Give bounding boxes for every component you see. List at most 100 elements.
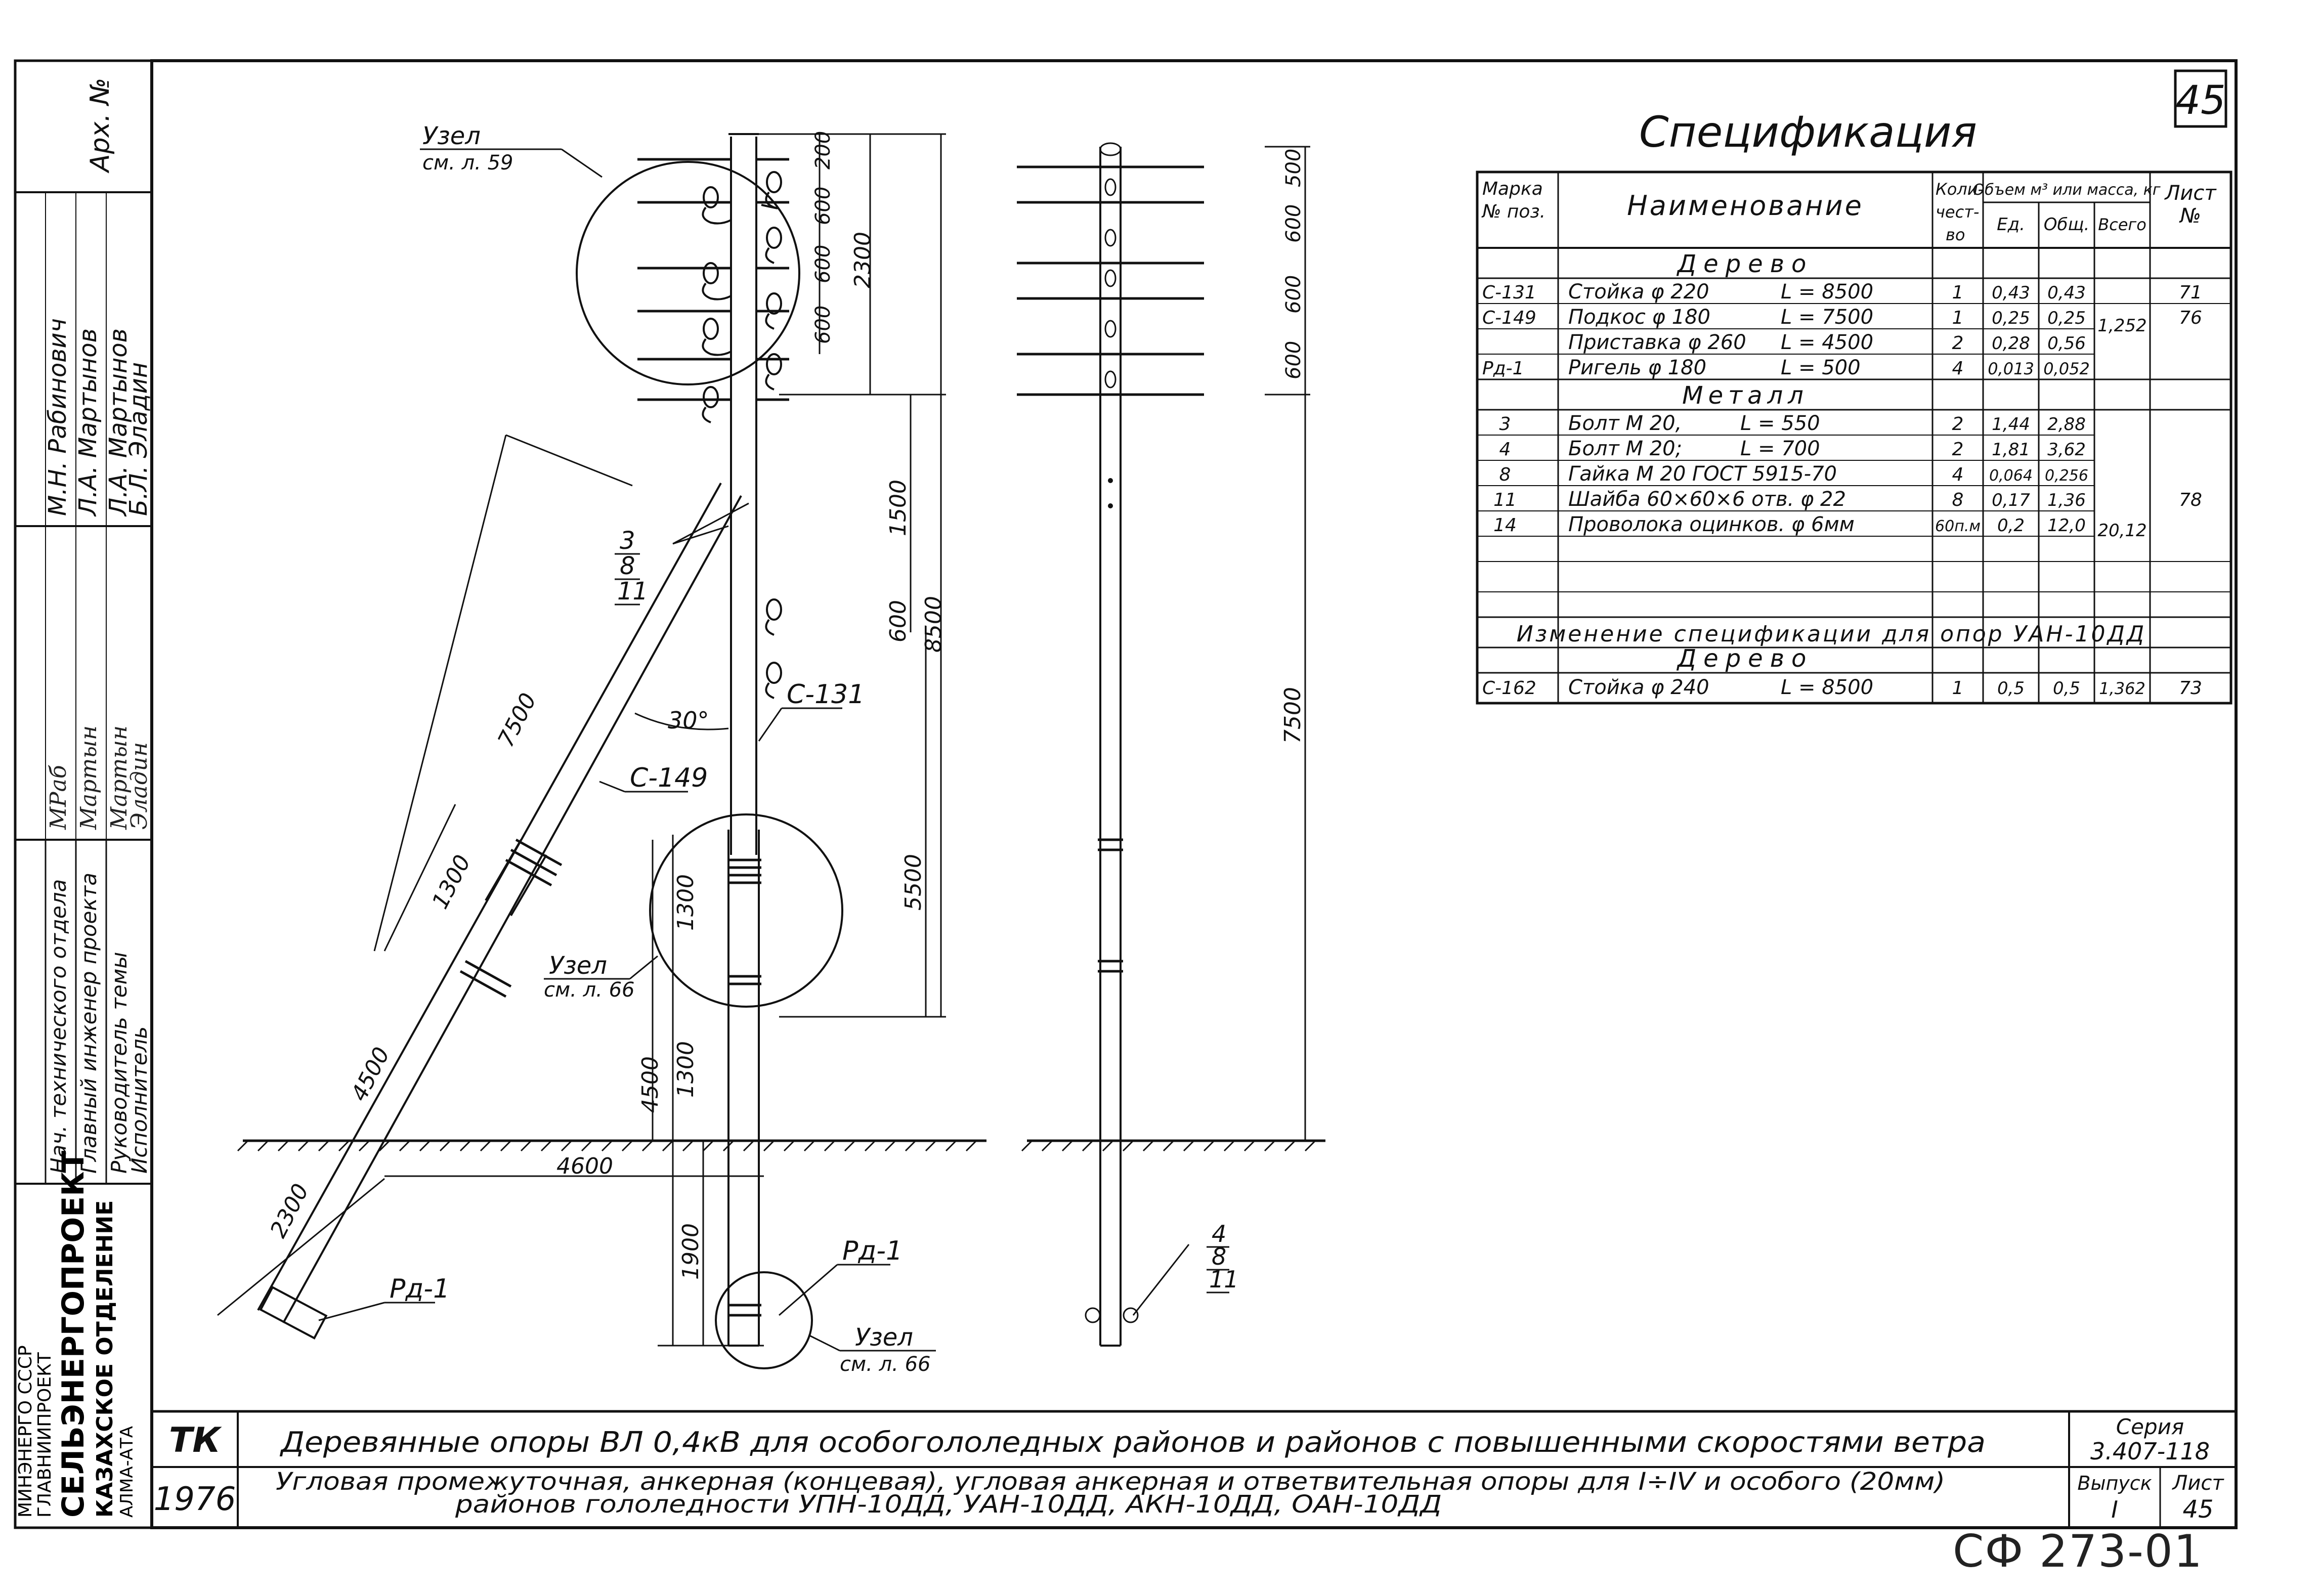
side-pole-view: 500 600 600 600 7500 4 8 11 bbox=[1017, 142, 1325, 1347]
role-3: Руководитель темы bbox=[107, 952, 132, 1174]
row-obsh: 12,0 bbox=[2047, 515, 2086, 536]
issue-value: I bbox=[2111, 1496, 2118, 1523]
archive-stamp: СФ 273-01 bbox=[1953, 1525, 2203, 1577]
row-ed: 1,81 bbox=[1992, 440, 2030, 460]
callout-a-2: 8 bbox=[620, 552, 635, 580]
callout-a-3: 11 bbox=[617, 577, 648, 606]
callout-b-1: 4 bbox=[1212, 1220, 1226, 1247]
side-dim-7500: 7500 bbox=[1280, 687, 1306, 744]
total-metal: 20,12 bbox=[2097, 521, 2146, 541]
signature-3: Мартын bbox=[106, 725, 132, 830]
title-line-1: Деревянные опоры ВЛ 0,4кВ для особоголол… bbox=[279, 1426, 1986, 1459]
name-2: Л.А. Мартынов bbox=[74, 328, 102, 517]
node-top-label: Узел bbox=[422, 122, 481, 150]
row-ed: 0,28 bbox=[1992, 333, 2030, 354]
signature-4: Эладин bbox=[126, 742, 152, 830]
org-3: СЕЛЬЭНЕРГОПРОЕКТ bbox=[56, 1151, 91, 1518]
row-obsh: 3,62 bbox=[2047, 440, 2086, 460]
org-2: ГЛАВНИИПРОЕКТ bbox=[34, 1352, 55, 1518]
row-obsh: 2,88 bbox=[2047, 414, 2086, 435]
issue-label: Выпуск bbox=[2077, 1472, 2152, 1494]
row-qty: 2 bbox=[1952, 333, 1964, 354]
dim-1300b: 1300 bbox=[673, 1041, 699, 1098]
node-circle-top bbox=[576, 161, 800, 385]
dim-5500: 5500 bbox=[900, 854, 926, 911]
title-line-2b: районов гололедности УПН-10ДД, УАН-10ДД,… bbox=[455, 1490, 1442, 1519]
node-circle-bot bbox=[715, 1271, 813, 1369]
pole-attachment bbox=[727, 830, 760, 1347]
row-ed: 0,064 bbox=[1989, 467, 2033, 485]
row-name: Ригель φ 180 bbox=[1568, 356, 1706, 379]
section-metal: Металл bbox=[1682, 381, 1809, 410]
section-wood: Дерево bbox=[1677, 250, 1814, 278]
org-4: КАЗАХСКОЕ ОТДЕЛЕНИЕ bbox=[92, 1200, 118, 1518]
hdr-name: Наименование bbox=[1627, 190, 1864, 222]
node-mid-ref: см. л. 66 bbox=[544, 978, 635, 1002]
node-bot-ref: см. л. 66 bbox=[840, 1353, 931, 1376]
hdr-qty-3: во bbox=[1946, 225, 1965, 244]
dim-600c: 600 bbox=[811, 306, 835, 344]
row-mark: 11 bbox=[1493, 490, 1517, 510]
row-mark: 8 bbox=[1499, 464, 1511, 485]
hdr-vol: Объем м³ или масса, кг bbox=[1972, 181, 2160, 199]
spec-table: Спецификация Марка № поз. Наименование К… bbox=[1476, 107, 2232, 705]
row-qty: 60п.м bbox=[1935, 517, 1981, 535]
arch-label: Арх. № bbox=[85, 78, 115, 174]
side-dim-600c: 600 bbox=[1282, 341, 1305, 379]
signature-1: МРаб bbox=[46, 765, 71, 830]
year-label: 1976 bbox=[154, 1481, 236, 1518]
row-obsh: 0,25 bbox=[2047, 308, 2086, 328]
row-len: L = 4500 bbox=[1781, 331, 1873, 354]
org-1: МИНЭНЕРГО СССР bbox=[15, 1345, 36, 1518]
name-1: М.Н. Рабинович bbox=[44, 318, 72, 516]
row-len: L = 500 bbox=[1781, 356, 1861, 379]
side-dim-600a: 600 bbox=[1282, 204, 1305, 243]
sheet-frame bbox=[150, 59, 2238, 1529]
row-qty: 4 bbox=[1952, 358, 1964, 379]
brace-c149 bbox=[257, 483, 742, 1323]
row-mark: 14 bbox=[1493, 515, 1517, 536]
node-bot-label: Узел bbox=[855, 1323, 913, 1352]
row-qty: 1 bbox=[1952, 282, 1964, 303]
dim-4500s: 4500 bbox=[346, 1043, 395, 1105]
spec-title: Спецификация bbox=[1639, 107, 1977, 157]
row-len: L = 8500 bbox=[1781, 676, 1873, 699]
row-mark: С-162 bbox=[1482, 678, 1536, 699]
series-label: Серия bbox=[2116, 1414, 2184, 1439]
row-list: 76 bbox=[2179, 308, 2202, 328]
row-ed: 0,2 bbox=[1997, 515, 2025, 536]
row-name: Проволока оцинков. φ 6мм bbox=[1568, 513, 1855, 536]
row-mark: С-149 bbox=[1482, 308, 1536, 328]
row-obsh: 0,56 bbox=[2047, 333, 2086, 354]
row-ed: 0,43 bbox=[1992, 283, 2030, 303]
row-name: Гайка М 20 ГОСТ 5915-70 bbox=[1568, 462, 1837, 486]
row-ed: 0,25 bbox=[1992, 308, 2030, 328]
row-name: Стойка φ 220 bbox=[1568, 280, 1709, 304]
name-3: Л.А. Мартынов bbox=[104, 328, 133, 517]
change-note: Изменение спецификации для опор УАН-10ДД bbox=[1517, 621, 2146, 647]
sheet-label: Лист bbox=[2171, 1472, 2224, 1495]
mark-rd1-b: Рд-1 bbox=[390, 1274, 450, 1304]
row-obsh: 0,5 bbox=[2053, 678, 2080, 699]
hdr-ed: Ед. bbox=[1997, 214, 2025, 235]
left-strip bbox=[14, 59, 153, 1529]
total-wood: 1,252 bbox=[2097, 316, 2146, 336]
row-list: 71 bbox=[2179, 282, 2202, 303]
pole-c131 bbox=[728, 133, 759, 855]
row-qty: 2 bbox=[1952, 439, 1964, 460]
callout-a-1: 3 bbox=[620, 527, 635, 555]
hdr-qty-1: Коли- bbox=[1936, 180, 1984, 199]
row-ed: 0,17 bbox=[1992, 490, 2030, 510]
row-ed: 0,013 bbox=[1988, 359, 2034, 378]
row-name: Подкос φ 180 bbox=[1568, 306, 1710, 329]
row-mark: 3 bbox=[1499, 414, 1511, 435]
mark-rd1-a: Рд-1 bbox=[842, 1236, 903, 1266]
row-len: L = 700 bbox=[1740, 437, 1820, 460]
side-pole bbox=[1099, 147, 1122, 1347]
row-name: Приставка φ 260 bbox=[1568, 331, 1746, 354]
dim-1500: 1500 bbox=[885, 480, 911, 536]
dim-4600: 4600 bbox=[556, 1153, 613, 1179]
mark-c149: С-149 bbox=[630, 763, 708, 793]
row-mark: Рд-1 bbox=[1482, 358, 1524, 379]
